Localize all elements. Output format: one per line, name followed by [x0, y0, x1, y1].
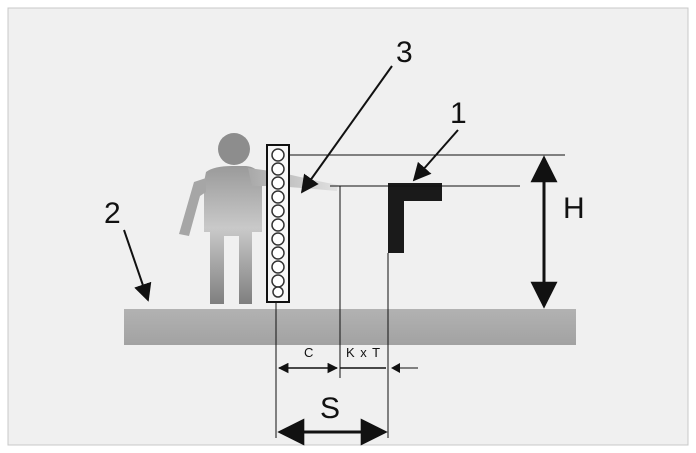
machine-hazard-icon: [388, 183, 442, 253]
callout-3-label: 3: [396, 36, 413, 69]
callout-1-arrow: [412, 129, 459, 182]
callout-3-arrow: [300, 65, 393, 194]
callout-2-label: 2: [104, 197, 121, 230]
c-label: C: [304, 345, 314, 360]
height-label: H: [563, 192, 585, 225]
light-curtain-icon: [266, 144, 290, 303]
floor: [124, 309, 576, 345]
callout-2-arrow: [123, 229, 152, 302]
kxt-arrowhead: [391, 363, 400, 373]
distance-label: S: [320, 392, 340, 425]
background-panel: [7, 7, 689, 446]
callout-1-label: 1: [450, 97, 467, 130]
reference-lines: [275, 154, 565, 438]
kxt-label: K x T: [346, 345, 381, 360]
